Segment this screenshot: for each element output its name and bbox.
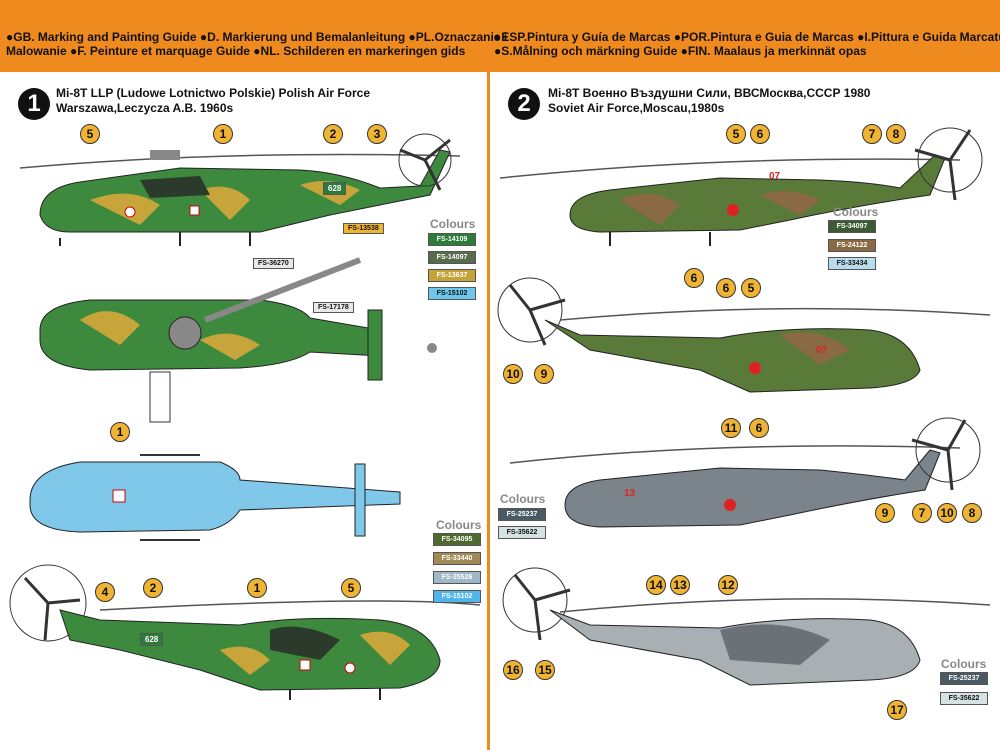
scheme-1-subtitle: Warszawa,Leczycza A.B. 1960s — [56, 101, 234, 115]
s2-swatch-bottom-1: FS-35622 — [940, 692, 988, 705]
s1-callout-5b: 5 — [341, 578, 361, 598]
s1-top-view — [39, 257, 437, 423]
s1-tag-fs36270: FS-36270 — [253, 258, 294, 269]
scheme-2-subtitle: Soviet Air Force,Moscau,1980s — [548, 101, 725, 115]
s2-side-view-4 — [502, 567, 991, 686]
s2-swatch-top-2: FS-33434 — [828, 257, 876, 270]
s2-callout-5b: 5 — [741, 278, 761, 298]
s1-swatch-top-2: FS-13637 — [428, 269, 476, 282]
s1-swatch-bottom-3: FS-15102 — [433, 590, 481, 603]
s2-swatch-mid-0: FS-25237 — [498, 508, 546, 521]
s2-colours-title-mid: Colours — [500, 492, 546, 506]
s2-callout-15: 15 — [535, 660, 555, 680]
scheme-2-title: Mi-8T Военно Въздушни Сили, ВВСМосква,СС… — [548, 86, 871, 100]
scheme-1-number: 1 — [18, 88, 50, 120]
s1-callout-2: 2 — [323, 124, 343, 144]
s2-swatch-bottom-0: FS-25237 — [940, 672, 988, 685]
s2-colours-title-top: Colours — [833, 205, 879, 219]
s2-callout-16: 16 — [503, 660, 523, 680]
s2-swatch-mid-1: FS-35622 — [498, 526, 546, 539]
s2-callout-7: 7 — [862, 124, 882, 144]
s1-callout-4: 4 — [95, 582, 115, 602]
s2-side-number-a: 07 — [769, 171, 781, 182]
s2-callout-14: 14 — [646, 575, 666, 595]
header-left-line1: ●GB. Marking and Painting Guide ●D. Mark… — [6, 30, 508, 44]
s2-callout-11: 11 — [721, 418, 741, 438]
s1-callout-1: 1 — [213, 124, 233, 144]
s1-colours-title-top: Colours — [430, 217, 476, 231]
s2-side-view-1 — [499, 127, 983, 246]
s2-side-number-b: 13 — [624, 488, 636, 499]
s1-swatch-top-3: FS-15102 — [428, 287, 476, 300]
s1-tail-number: 628 — [323, 182, 347, 195]
s2-callout-6b: 6 — [684, 268, 704, 288]
s2-callout-13: 13 — [670, 575, 690, 595]
s1-swatch-top-0: FS-14109 — [428, 233, 476, 246]
s1-bottom-view — [29, 454, 401, 541]
s2-callout-17: 17 — [887, 700, 907, 720]
s2-callout-10: 10 — [503, 364, 523, 384]
s2-colours-title-bottom: Colours — [941, 657, 987, 671]
s2-callout-9: 9 — [534, 364, 554, 384]
s2-callout-7b: 7 — [912, 503, 932, 523]
header-right-line2: ●S.Målning och märkning Guide ●FIN. Maal… — [494, 44, 867, 58]
s1-colours-title-bottom: Colours — [436, 518, 482, 532]
s1-callout-3: 3 — [367, 124, 387, 144]
s2-swatch-top-1: FS-24122 — [828, 239, 876, 252]
s1-swatch-bottom-2: FS-35526 — [433, 571, 481, 584]
s2-callout-5: 5 — [726, 124, 746, 144]
header-bar: ●GB. Marking and Painting Guide ●D. Mark… — [0, 0, 1000, 72]
scheme-1-title: Mi-8T LLP (Ludowe Lotnictwo Polskie) Pol… — [56, 86, 371, 100]
s1-swatch-top-1: FS-14097 — [428, 251, 476, 264]
s2-callout-8b: 8 — [962, 503, 982, 523]
s1-callout-5: 5 — [80, 124, 100, 144]
s1-tag-fs17178: FS-17178 — [313, 302, 354, 313]
header-right-line1: ●ESP.Pintura y Guía de Marcas ●POR.Pintu… — [494, 30, 1000, 44]
s2-callout-10b: 10 — [937, 503, 957, 523]
s1-swatch-bottom-0: FS-34095 — [433, 533, 481, 546]
s2-callout-6d: 6 — [749, 418, 769, 438]
s2-swatch-top-0: FS-34097 — [828, 220, 876, 233]
s2-callout-9b: 9 — [875, 503, 895, 523]
s2-callout-6: 6 — [750, 124, 770, 144]
s1-tail-number-2: 628 — [140, 633, 164, 646]
s1-callout-2b: 2 — [143, 578, 163, 598]
scheme-2-number: 2 — [508, 88, 540, 120]
s2-side-view-2 — [497, 277, 991, 393]
s2-side-view-3 — [509, 417, 981, 528]
s2-side-number-a-2: 07 — [816, 345, 828, 356]
s1-side-view-1 — [19, 133, 461, 246]
s1-tag-fs13538: FS-13538 — [343, 223, 384, 234]
s2-callout-8: 8 — [886, 124, 906, 144]
s2-callout-6c: 6 — [716, 278, 736, 298]
page-divider — [487, 72, 490, 750]
s1-callout-1c: 1 — [247, 578, 267, 598]
s1-side-view-2 — [9, 564, 481, 700]
s2-callout-12: 12 — [718, 575, 738, 595]
s1-callout-1b: 1 — [110, 422, 130, 442]
s1-swatch-bottom-1: FS-33440 — [433, 552, 481, 565]
header-left-line2: Malowanie ●F. Peinture et marquage Guide… — [6, 44, 466, 58]
